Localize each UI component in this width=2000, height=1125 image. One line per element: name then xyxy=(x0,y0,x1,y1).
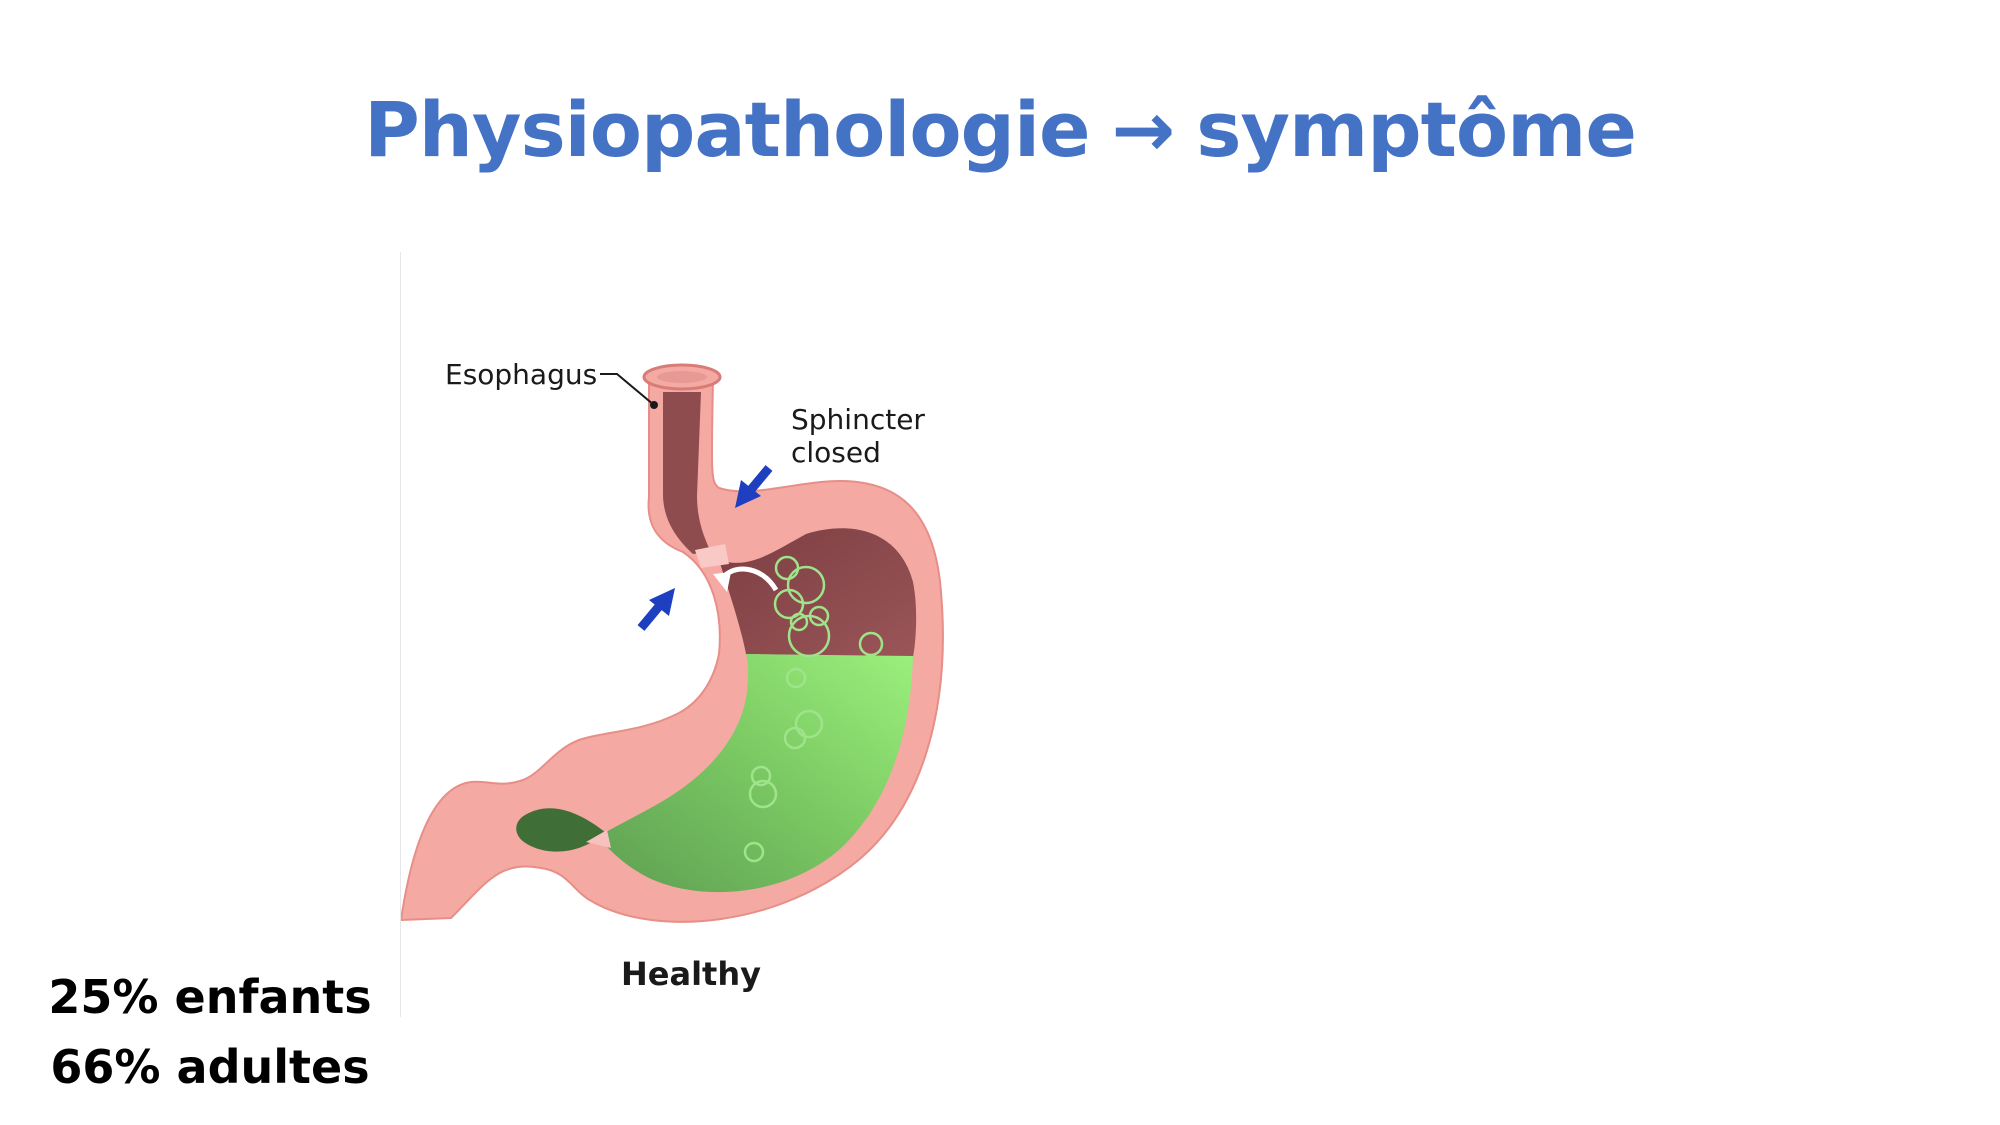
bubbles xyxy=(743,555,884,863)
title-arrow-icon: → xyxy=(1111,85,1176,174)
label-sphincter-line1: Sphincter xyxy=(791,403,925,436)
label-esophagus: Esophagus xyxy=(445,358,598,391)
sphincter-arrow-bottom-icon xyxy=(637,588,675,631)
label-sphincter: Sphincter closed xyxy=(791,403,925,469)
esophagus-leader-line xyxy=(600,373,655,406)
stomach-air xyxy=(719,528,917,657)
title-left: Physiopathologie xyxy=(364,85,1090,174)
esophagus-lumen xyxy=(663,392,711,554)
sphincter-closed xyxy=(695,544,729,568)
sphincter-arrow-top-icon xyxy=(735,465,773,508)
stomach-diagram-svg xyxy=(401,363,944,923)
stomach-fluid xyxy=(597,654,913,893)
stat-children: 25% enfants xyxy=(48,970,372,1024)
figure-caption: Healthy xyxy=(621,955,761,993)
title-right: symptôme xyxy=(1196,85,1637,174)
stat-adults: 66% adultes xyxy=(50,1040,370,1094)
label-sphincter-line2: closed xyxy=(791,436,881,469)
stomach-illustration: Esophagus Sphincter closed Healthy xyxy=(400,252,961,1017)
prevalence-stats: 25% enfants 66% adultes xyxy=(40,962,380,1102)
slide-title: Physiopathologie→symptôme xyxy=(0,82,2000,178)
duodenum-pocket xyxy=(516,808,605,852)
